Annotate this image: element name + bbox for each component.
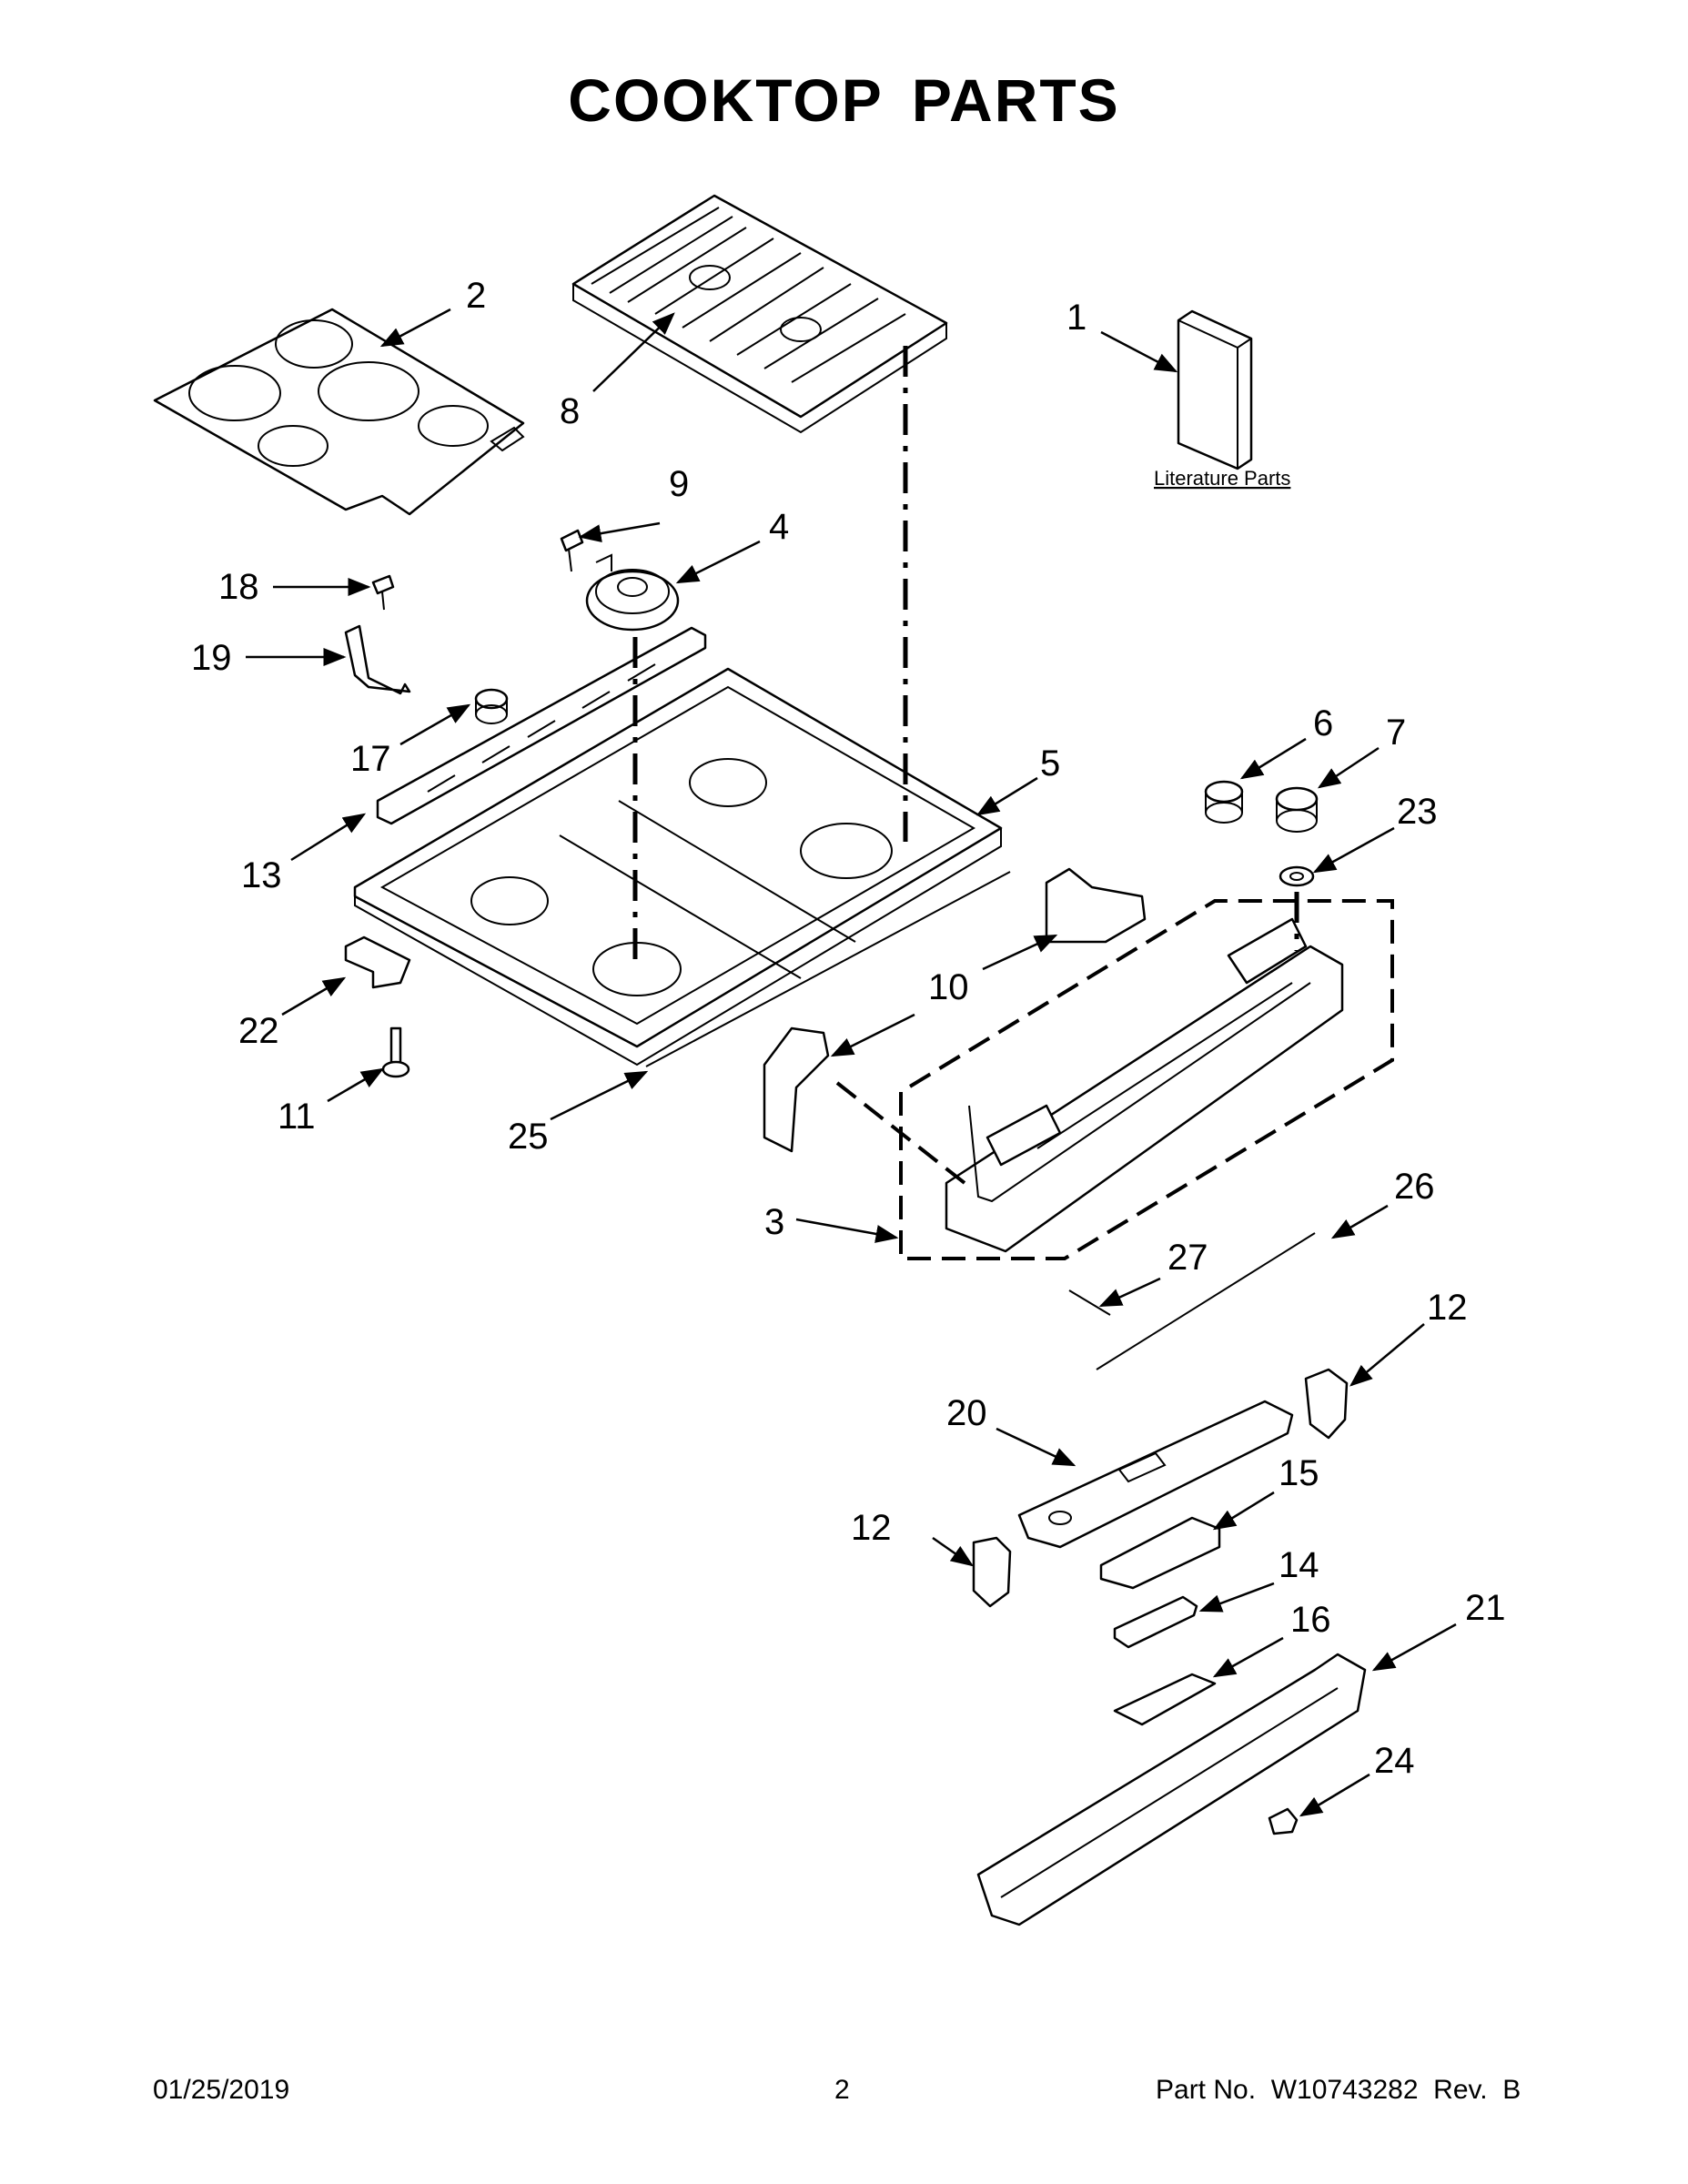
callout-9: 9 [669,464,689,504]
callout-leaders [246,308,1457,1817]
callout-27: 27 [1167,1238,1208,1278]
callout-21: 21 [1465,1588,1506,1628]
callout-18: 18 [218,567,259,607]
callout-14: 14 [1279,1545,1319,1585]
part-1-literature: Literature Parts [1154,309,1290,490]
part-6-knob [1204,780,1244,824]
part-12-bracket-right [1304,1368,1349,1440]
part-2-glass-cooktop [153,308,525,516]
literature-parts-label: Literature Parts [1154,467,1290,490]
part-26-strip [1096,1232,1316,1370]
callout-19: 19 [191,638,232,678]
dashed-assembly-outline [899,899,1394,1260]
part-12-bracket-left [972,1536,1012,1608]
part-8-grates [571,194,948,434]
footer-part-number: Part No. W10743282 Rev. B [1156,2075,1521,2105]
part-22-bracket [344,935,411,989]
part-5-burner-box [353,667,1003,1067]
callout-26: 26 [1394,1167,1435,1207]
callout-5: 5 [1040,743,1060,784]
callout-8: 8 [560,391,580,431]
part-23-washer [1279,865,1315,887]
callout-3: 3 [764,1202,784,1242]
callout-7: 7 [1386,713,1406,753]
footer-date: 01/25/2019 [153,2075,290,2105]
callout-20: 20 [946,1393,987,1433]
part-11-foot [381,1026,410,1078]
callout-1: 1 [1066,298,1087,338]
footer-page-number: 2 [834,2075,850,2105]
part-21-front-trim [976,1653,1367,1926]
part-10-bracket-lower [763,1026,830,1153]
part-14-control-board [1113,1595,1198,1649]
callout-25: 25 [508,1117,549,1157]
callout-22: 22 [238,1011,279,1051]
part-7-knob [1275,786,1319,833]
part-10-bracket-upper [1045,867,1147,944]
part-17-grommet [474,688,509,724]
callout-15: 15 [1279,1453,1319,1493]
callout-12-right: 12 [1427,1288,1468,1328]
callout-6: 6 [1313,703,1333,743]
part-27-strip [1068,1289,1111,1316]
part-25-seal-strip [645,871,1011,1067]
callout-11: 11 [278,1097,316,1137]
part-9-screw [560,529,584,572]
callout-10-upper: 10 [928,967,969,1007]
callout-12-left: 12 [851,1508,892,1548]
part-13-rail [376,626,707,825]
part-3-control-panel [945,917,1344,1253]
part-15-board-tray [1099,1516,1221,1590]
callout-24: 24 [1374,1741,1415,1781]
callout-23: 23 [1397,792,1438,832]
part-16-cover [1113,1673,1217,1726]
part-20-control-housing [1017,1400,1294,1549]
page-title: COOKTOP PARTS [568,66,1120,134]
callout-2: 2 [466,276,486,316]
part-18-screw [371,574,395,611]
callout-17: 17 [350,739,391,779]
part-24-clip [1268,1807,1299,1835]
part-4-burner [585,553,680,632]
part-19-bracket [344,624,411,695]
callout-4: 4 [769,507,789,547]
callout-labels: 2 8 1 9 4 18 19 17 13 5 6 7 23 10 22 11 … [191,276,1506,1781]
callout-16: 16 [1290,1600,1331,1640]
dashed-assembly-line [835,1081,966,1185]
callout-13: 13 [241,855,282,895]
